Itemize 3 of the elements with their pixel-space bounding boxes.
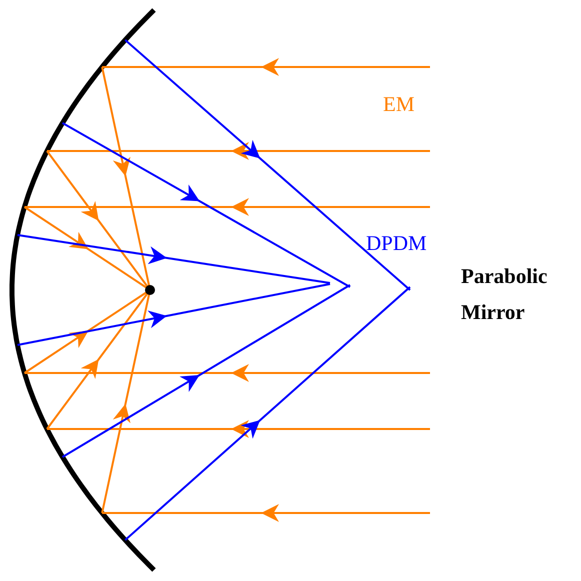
ray-label: DPDM [366, 230, 427, 257]
mirror-label: Parabolic Mirror [461, 263, 548, 326]
ray-label: EM [383, 91, 414, 118]
